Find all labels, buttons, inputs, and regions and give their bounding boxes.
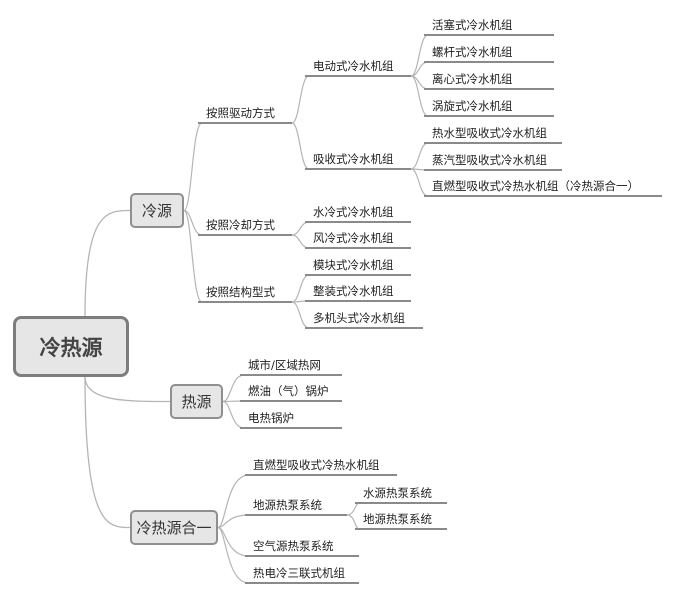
connector-line [291, 75, 310, 124]
combined-source-node[interactable]: 冷热源合一 [130, 510, 218, 545]
leaf-node[interactable]: 燃油（气）锅炉 [240, 384, 342, 402]
leaf-node[interactable]: 水冷式冷水机组 [305, 205, 411, 223]
leaf-node[interactable]: 热电冷三联式机组 [245, 566, 359, 584]
leaf-node[interactable]: 离心式冷水机组 [424, 72, 554, 90]
connector-line [84, 376, 131, 529]
connector-line [183, 122, 203, 212]
leaf-node[interactable]: 模块式冷水机组 [305, 258, 411, 276]
heat-source-node[interactable]: 热源 [170, 384, 223, 419]
ground-source-node[interactable]: 地源热泵系统 [245, 498, 347, 516]
leaf-node[interactable]: 整装式冷水机组 [305, 284, 411, 302]
leaf-node[interactable]: 水源热泵系统 [355, 486, 447, 504]
leaf-node[interactable]: 多机头式冷水机组 [305, 311, 423, 329]
leaf-node[interactable]: 涡旋式冷水机组 [424, 99, 554, 117]
root-node[interactable]: 冷热源 [13, 316, 129, 377]
absorption-chiller-node[interactable]: 吸收式冷水机组 [305, 152, 411, 170]
leaf-node[interactable]: 活塞式冷水机组 [424, 18, 554, 36]
leaf-node[interactable]: 热水型吸收式冷水机组 [424, 126, 562, 144]
cooling-method-node[interactable]: 按照冷却方式 [198, 218, 292, 236]
connector-line [84, 209, 131, 317]
cold-source-node[interactable]: 冷源 [130, 193, 184, 228]
leaf-node[interactable]: 螺杆式冷水机组 [424, 45, 554, 63]
electric-chiller-node[interactable]: 电动式冷水机组 [305, 59, 411, 77]
leaf-node[interactable]: 空气源热泵系统 [245, 539, 359, 557]
leaf-node[interactable]: 蒸汽型吸收式冷水机组 [424, 153, 562, 171]
leaf-node[interactable]: 城市/区域热网 [240, 358, 342, 376]
drive-method-node[interactable]: 按照驱动方式 [198, 106, 292, 124]
leaf-node[interactable]: 直燃型吸收式冷热水机组 [245, 458, 397, 476]
connector-line [84, 376, 171, 403]
leaf-node[interactable]: 电热锅炉 [240, 411, 342, 429]
leaf-node[interactable]: 直燃型吸收式冷热水机组（冷热源合一） [424, 179, 662, 197]
leaf-node[interactable]: 地源热泵系统 [355, 512, 447, 530]
structure-type-node[interactable]: 按照结构型式 [198, 285, 292, 303]
leaf-node[interactable]: 风冷式冷水机组 [305, 231, 411, 249]
